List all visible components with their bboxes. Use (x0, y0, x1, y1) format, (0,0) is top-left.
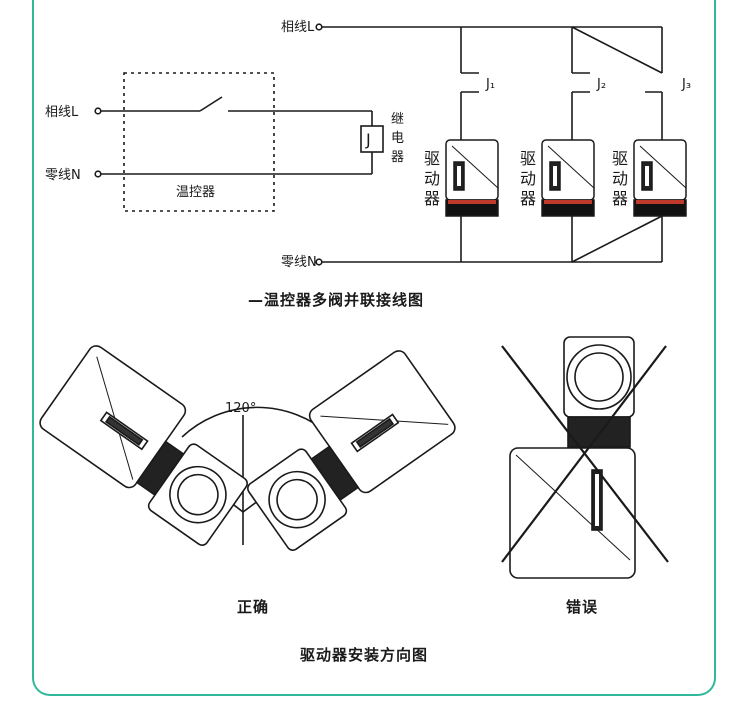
relay-label-2: 电 (391, 131, 404, 146)
content-frame (32, 0, 716, 696)
actuator-2 (541, 139, 595, 217)
orientation-labels: 120° 正确 错误 驱动器安装方向图 (225, 401, 598, 664)
actuator-2-label-2: 动 (520, 169, 536, 188)
angle-label: 120° (225, 401, 256, 416)
actuator-3-label-2: 动 (612, 169, 628, 188)
wiring-labels: 相线L 零线N 相线L 零线N 温控器 J 继 电 器 J₁ J₂ J₃ 驱 动… (45, 20, 691, 309)
phase-label-left: 相线L (45, 105, 79, 120)
cross-line-2 (501, 345, 667, 563)
switch-blade (199, 96, 223, 112)
phase-terminal-left (94, 107, 102, 115)
phase-label-right: 相线L (281, 20, 315, 35)
actuator-1-label-1: 驱 (424, 149, 440, 168)
actuator-1-label-2: 动 (424, 169, 440, 188)
neutral-terminal-left (94, 170, 102, 178)
orientation-caption: 驱动器安装方向图 (300, 646, 428, 664)
contact-j1-label: J₁ (485, 77, 495, 92)
actuator-3-label-1: 驱 (612, 149, 628, 168)
actuator-3 (633, 139, 687, 217)
actuator-1 (445, 139, 499, 217)
relay-symbol: J (365, 130, 371, 149)
actuator-left-tilted (39, 345, 248, 546)
wiring-caption: —温控器多阀并联接线图 (248, 291, 424, 309)
wrong-label: 错误 (566, 598, 598, 616)
relay-label-3: 器 (391, 150, 404, 165)
actuator-2-label-3: 器 (520, 189, 536, 208)
relay-coil (360, 125, 384, 153)
neutral-terminal-right (315, 258, 323, 266)
actuator-right-tilted (247, 350, 456, 551)
thermostat-label: 温控器 (176, 185, 215, 200)
actuator-3-label-3: 器 (612, 189, 628, 208)
neutral-label-left: 零线N (45, 168, 81, 183)
thermostat-box (123, 72, 275, 212)
neutral-label-right: 零线N (281, 255, 317, 270)
wiring-diagram (94, 23, 663, 266)
contact-j2-label: J₂ (596, 77, 606, 92)
correct-label: 正确 (237, 598, 269, 616)
actuator-wrong-inverted (501, 336, 669, 579)
relay-label-1: 继 (391, 112, 404, 127)
actuator-1-label-3: 器 (424, 189, 440, 208)
orientation-diagram (39, 336, 669, 579)
actuator-2-label-1: 驱 (520, 149, 536, 168)
phase-terminal-right (315, 23, 323, 31)
contact-j3-label: J₃ (681, 77, 691, 92)
